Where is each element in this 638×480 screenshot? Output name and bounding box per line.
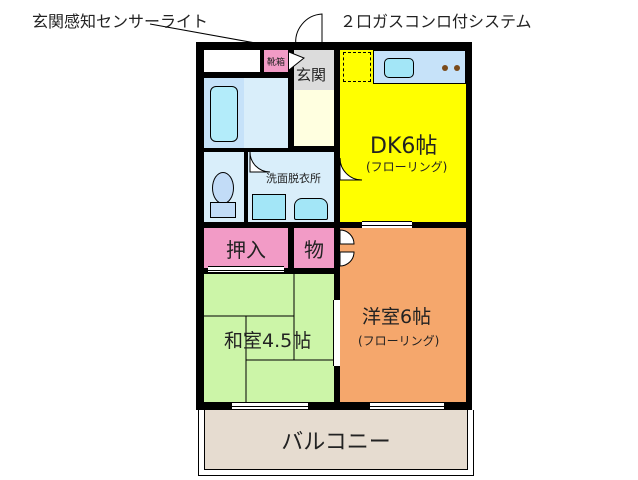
bathtub-icon <box>210 86 238 142</box>
stove-burner-icon <box>454 65 460 71</box>
window <box>232 402 308 410</box>
kitchen-sink-icon <box>384 58 414 78</box>
fridge-space-icon <box>343 52 371 82</box>
gas-stove-annotation: ２口ガスコンロ付システム <box>340 12 532 31</box>
room-balcony: バルコニー <box>204 410 468 470</box>
stove-burner-icon <box>442 65 448 71</box>
utility-space <box>204 50 260 72</box>
bath-area <box>244 78 288 148</box>
sink-icon <box>294 198 328 220</box>
window <box>370 402 444 410</box>
oshiire-label: 押入 <box>226 237 266 262</box>
balcony-label: バルコニー <box>281 429 391 455</box>
room-storage: 物 <box>294 228 334 268</box>
door-icon <box>288 51 305 71</box>
tatami-lines <box>204 274 334 402</box>
toilet-tank-icon <box>210 202 236 218</box>
room-washitsu <box>204 274 334 402</box>
genkan-label: 玄関 <box>296 66 327 84</box>
storage-label: 物 <box>304 237 324 262</box>
yoshitsu-sub-label: (フローリング) <box>358 334 440 348</box>
room-oshiire: 押入 <box>204 228 288 268</box>
dk-sub-label: (フローリング) <box>366 160 448 174</box>
washitsu-label: 和室4.5帖 <box>224 330 312 352</box>
dk-label: DK6帖 <box>370 134 438 159</box>
washing-machine-icon <box>252 194 286 220</box>
room-hall <box>294 90 334 146</box>
room-yoshitsu <box>340 228 466 402</box>
window <box>208 266 284 273</box>
yoshitsu-label: 洋室6帖 <box>362 306 432 328</box>
washroom-label: 洗面脱衣所 <box>266 172 321 185</box>
shoe-box: 靴箱 <box>264 50 288 72</box>
shoe-box-label: 靴箱 <box>266 57 285 68</box>
